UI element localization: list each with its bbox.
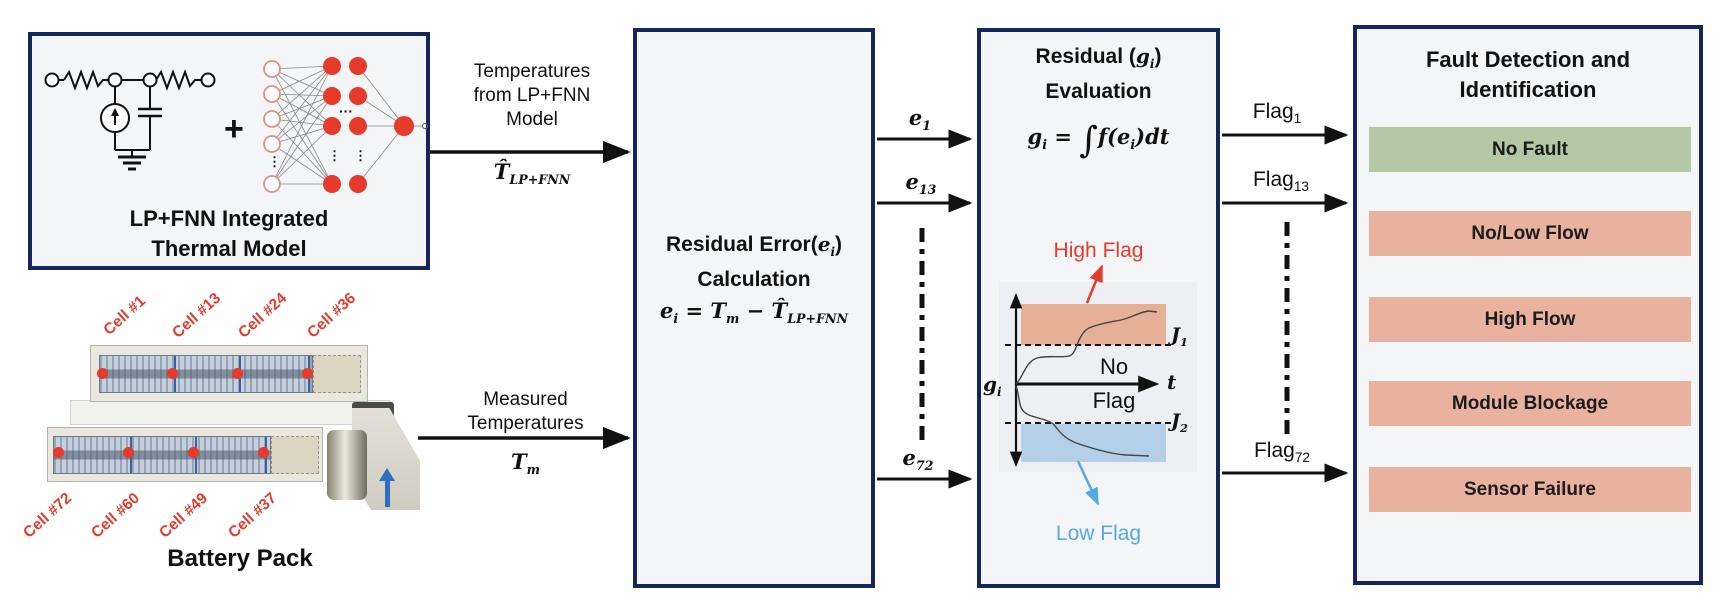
- math-sub: LP+FNN: [509, 172, 571, 188]
- math-base: T: [511, 449, 527, 474]
- cell-marker: [188, 447, 199, 458]
- falling-residual-curve: [1015, 385, 1150, 457]
- nn-dots-vertical: ⋮: [328, 148, 341, 163]
- flag1-label: Flag1: [1252, 100, 1302, 127]
- flag13-label: Flag13: [1252, 168, 1310, 195]
- cell-marker: [232, 368, 243, 379]
- cell-marker: [167, 368, 178, 379]
- cell-label: Cell #1: [100, 292, 149, 339]
- no-flag-label-line1: No: [1099, 354, 1129, 379]
- cell-label: Cell #24: [235, 289, 291, 342]
- top-flow-label: Temperatures from LP+FNN Model: [473, 61, 591, 130]
- e1-label: e1: [908, 105, 932, 134]
- bottom-flow-label: Measured Temperatures: [467, 389, 584, 434]
- math-sub: m: [526, 462, 540, 478]
- model-box: + ··· ⋮: [28, 32, 430, 270]
- high-flag-band: [1021, 304, 1166, 345]
- plus-sign: +: [224, 110, 244, 148]
- residual-error-box: Residual Error(ei) Calculation ei = Tm −…: [633, 28, 875, 588]
- flag72-label: Flag72: [1253, 439, 1311, 466]
- j1-threshold-line: [1005, 344, 1171, 346]
- top-flow-math: T̂LP+FNN: [432, 160, 632, 192]
- cell-marker: [258, 447, 269, 458]
- gi-axis-label: gi: [983, 372, 1002, 399]
- cell-label: Cell #13: [169, 289, 225, 342]
- model-box-title: LP+FNN Integrated Thermal Model: [129, 206, 329, 261]
- cell-label: Cell #72: [20, 489, 76, 542]
- fault-category-module-blockage: Module Blockage: [1369, 381, 1691, 426]
- j1-label: J1: [1171, 324, 1188, 349]
- battery-module-row-bottom: [47, 427, 323, 482]
- battery-pack-caption: Battery Pack: [167, 545, 313, 572]
- nn-dots-vertical: ⋮: [354, 148, 367, 163]
- plot-axes: [1009, 292, 1160, 468]
- module-endcap: [271, 436, 319, 474]
- fault-detection-box: Fault Detection and Identification No Fa…: [1353, 25, 1703, 585]
- residual-formula: ei = Tm − T̂LP+FNN: [659, 298, 849, 327]
- no-flag-label-line2: Flag: [1092, 388, 1136, 413]
- bottom-flow-math: Tm: [428, 450, 623, 482]
- low-flag-label: Low Flag: [1055, 522, 1142, 545]
- airflow-arrow-icon: [379, 468, 395, 507]
- neural-network-diagram: ··· ⋮ ⋮ ⋮: [263, 57, 428, 193]
- e13-label: e13: [905, 169, 937, 198]
- fdi-box-title: Fault Detection and Identification: [1425, 47, 1631, 102]
- fault-category-no-fault: No Fault: [1369, 127, 1691, 172]
- j2-threshold-line: [1005, 422, 1171, 424]
- rising-residual-curve: [1015, 310, 1158, 385]
- pack-frame: [70, 400, 390, 425]
- e72-label: e72: [902, 445, 934, 474]
- cell-label: Cell #49: [156, 489, 212, 542]
- residual-box-title: Residual Error(ei) Calculation: [665, 232, 842, 291]
- cell-marker: [123, 447, 134, 458]
- evaluation-box-title: Residual (gi) Evaluation: [1035, 44, 1162, 103]
- equivalent-circuit-diagram: [44, 69, 216, 171]
- threshold-plot: gi t J1 J2 No Flag: [983, 282, 1197, 472]
- battery-cells: [53, 436, 271, 474]
- cell-marker: [53, 447, 64, 458]
- fan-cylinder: [327, 430, 367, 500]
- cell-label: Cell #37: [225, 489, 281, 542]
- cell-label: Cell #60: [88, 489, 144, 542]
- evaluation-formula: gi = ∫f(ei)dt: [1027, 120, 1170, 161]
- fault-category-sensor-failure: Sensor Failure: [1369, 467, 1691, 512]
- nn-dots-horizontal: ···: [339, 103, 353, 119]
- j2-label: J2: [1171, 410, 1188, 435]
- cell-marker: [97, 368, 108, 379]
- residual-evaluation-box: Residual (gi) Evaluation gi = ∫f(ei)dt H…: [977, 28, 1220, 588]
- cell-marker: [302, 368, 313, 379]
- cell-label: Cell #36: [304, 289, 360, 342]
- module-endcap: [313, 355, 361, 393]
- t-axis-label: t: [1167, 370, 1177, 394]
- fault-category-no-low-flow: No/Low Flow: [1369, 211, 1691, 256]
- math-base: T̂: [493, 159, 510, 184]
- high-flag-label: High Flag: [1053, 239, 1144, 262]
- battery-module-row-top: [90, 345, 368, 402]
- battery-cells: [99, 355, 313, 393]
- nn-dots-vertical: ⋮: [268, 154, 281, 169]
- fault-category-high-flow: High Flow: [1369, 297, 1691, 342]
